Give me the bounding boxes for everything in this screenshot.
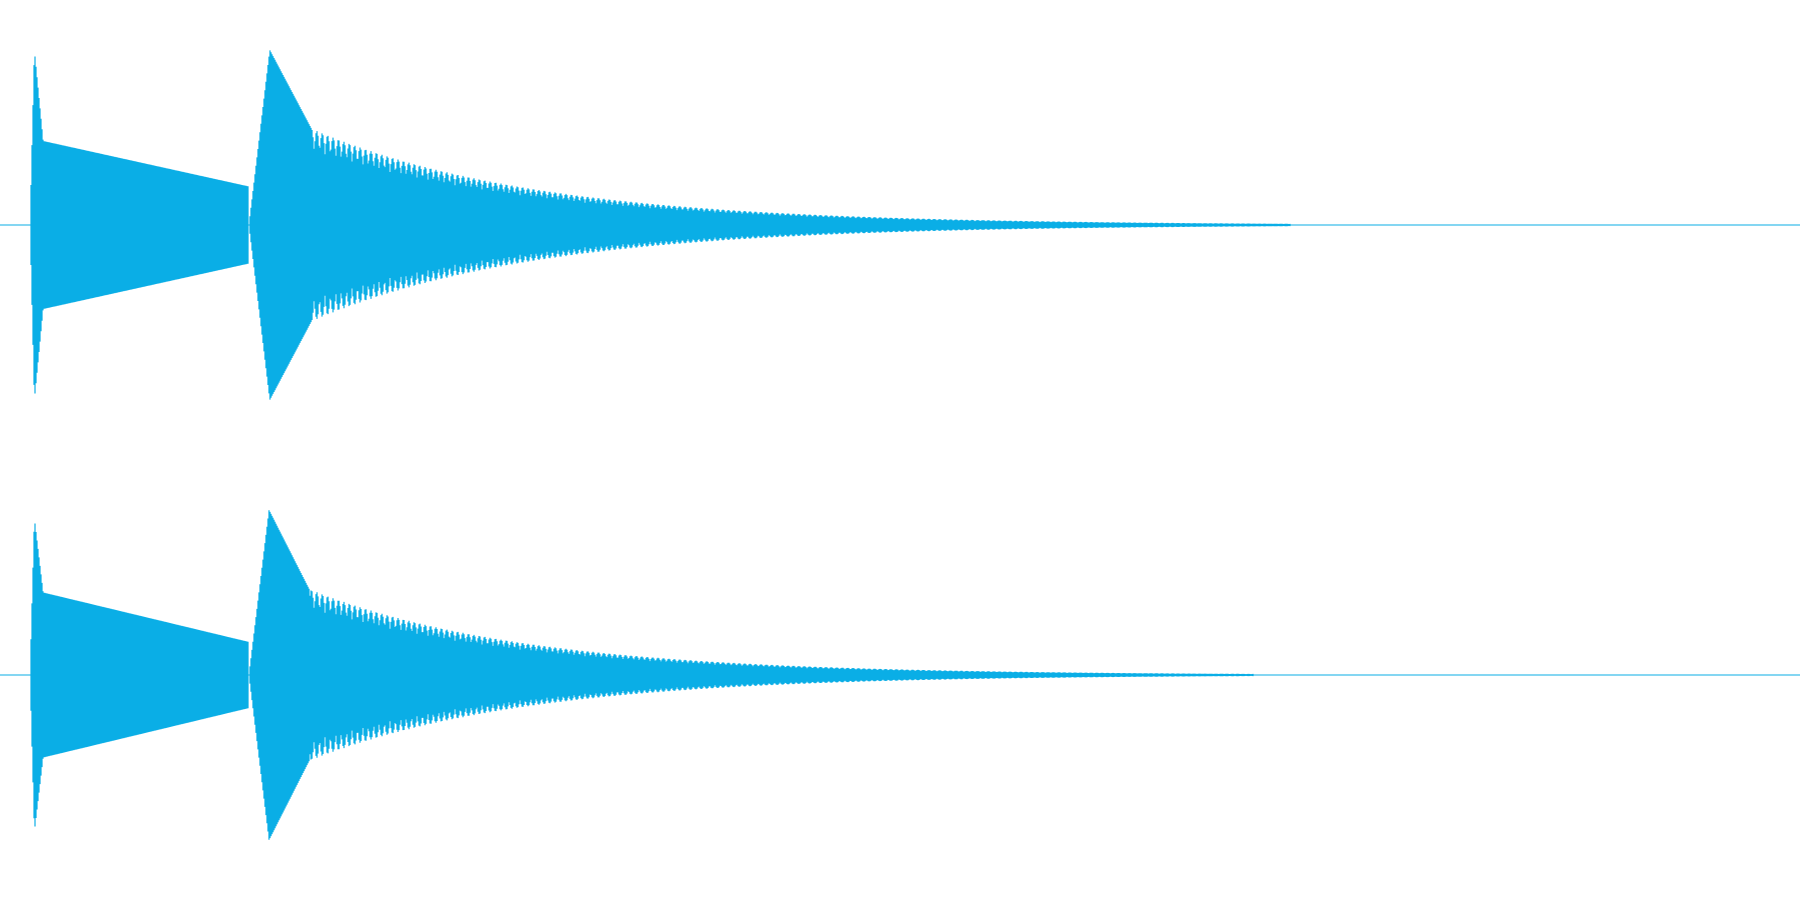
channel-1-waveform (30, 50, 1291, 400)
channel-2-waveform (30, 510, 1254, 840)
channel-2-track[interactable] (0, 510, 1800, 840)
channel-1-track[interactable] (0, 50, 1800, 400)
